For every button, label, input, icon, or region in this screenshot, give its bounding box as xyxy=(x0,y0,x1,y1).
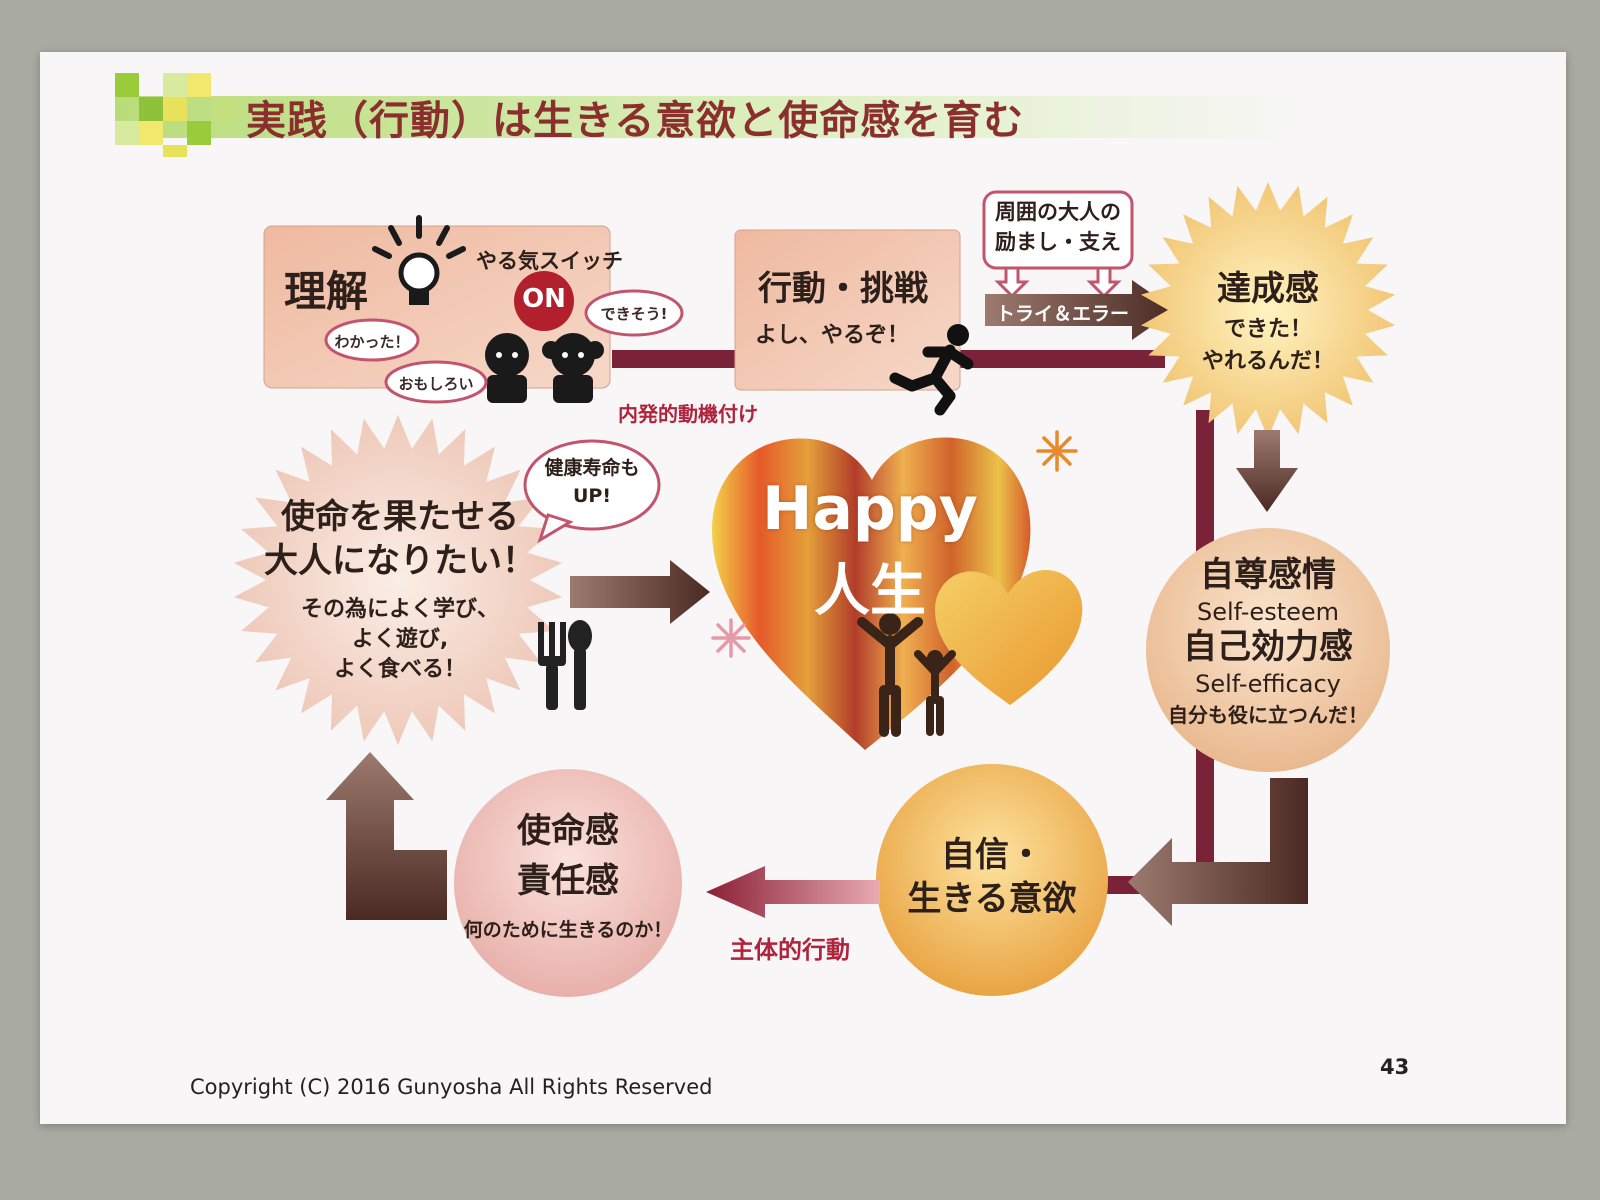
self-efficacy-english: Self-efficacy xyxy=(1195,670,1341,698)
bubble-dekisou: できそう! xyxy=(600,305,668,323)
motivation-switch-label: やる気スイッチ xyxy=(476,249,623,273)
page-number: 43 xyxy=(1380,1055,1410,1079)
page-title: 実践（行動）は生きる意欲と使命感を育む xyxy=(246,98,1025,144)
heart-happy-text: Happy xyxy=(762,474,978,544)
proactive-action-label: 主体的行動 xyxy=(730,936,850,964)
goal-line-3: その為によく学び、 xyxy=(300,597,499,622)
confidence-line-1: 自信・ xyxy=(941,835,1043,875)
try-and-error-label: トライ＆エラー xyxy=(996,303,1130,325)
heart-life-text: 人生 xyxy=(814,559,926,624)
achievement-line-1: できた！ xyxy=(1223,317,1312,342)
self-esteem-note: 自分も役に立つんだ！ xyxy=(1168,703,1368,727)
self-esteem-english: Self-esteem xyxy=(1196,598,1340,626)
action-subtitle: よし、やるぞ！ xyxy=(755,323,910,348)
support-line-1: 周囲の大人の xyxy=(995,200,1121,224)
bubble-omoshiroi: おもしろい xyxy=(398,375,474,393)
goal-line-2: 大人になりたい！ xyxy=(264,541,536,581)
switch-on-label: ON xyxy=(522,284,566,314)
health-bubble-line-2: UP! xyxy=(572,485,612,507)
goal-line-1: 使命を果たせる xyxy=(281,497,519,537)
self-efficacy-title: 自己効力感 xyxy=(1183,627,1353,667)
mission-note: 何のために生きるのか！ xyxy=(463,919,673,941)
confidence-line-2: 生きる意欲 xyxy=(907,879,1077,919)
self-esteem-title: 自尊感情 xyxy=(1200,555,1336,595)
bubble-wakatta: わかった！ xyxy=(334,333,410,351)
goal-line-5: よく食べる！ xyxy=(333,657,466,682)
understanding-title: 理解 xyxy=(284,267,369,316)
achievement-title: 達成感 xyxy=(1217,269,1319,309)
support-line-2: 励まし・支え xyxy=(995,230,1121,254)
achievement-line-2: やれるんだ！ xyxy=(1201,349,1334,374)
health-bubble-line-1: 健康寿命も xyxy=(544,457,640,479)
mission-line-1: 使命感 xyxy=(517,811,619,851)
goal-line-4: よく遊び, xyxy=(351,627,449,652)
mission-line-2: 責任感 xyxy=(517,861,619,901)
intrinsic-motivation-label: 内発的動機付け xyxy=(618,402,758,426)
copyright: Copyright (C) 2016 Gunyosha All Rights R… xyxy=(190,1075,713,1099)
action-title: 行動・挑戦 xyxy=(758,269,928,309)
